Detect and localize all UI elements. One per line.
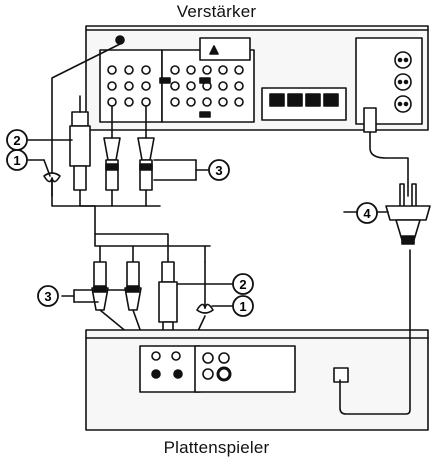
- turntable-label: Plattenspieler: [163, 438, 270, 457]
- callout-4-text: 4: [363, 206, 371, 221]
- callout-3-turntable: 3: [37, 285, 59, 307]
- callout-3-turntable-text: 3: [44, 289, 51, 304]
- callout-1-amp: 1: [6, 149, 28, 171]
- callout-1-amp-text: 1: [13, 153, 20, 168]
- callout-1-turntable-text: 1: [239, 299, 246, 314]
- callout-1-turntable: 1: [232, 295, 254, 317]
- amp-input-jacks: [107, 65, 244, 107]
- callout-2-amp-text: 2: [13, 133, 20, 148]
- power-cord: [339, 131, 431, 415]
- amplifier-rear-panel: [85, 25, 429, 133]
- turntable-rear-panel: [85, 329, 429, 431]
- callout-2-turntable-text: 2: [239, 277, 246, 292]
- signal-cable: [51, 43, 211, 263]
- callout-4: 4: [356, 202, 378, 224]
- callout-2-turntable: 2: [232, 273, 254, 295]
- callout-leaders: [27, 139, 389, 307]
- callout-3-amp: 3: [208, 159, 230, 181]
- callout-3-amp-text: 3: [215, 163, 222, 178]
- callout-2-amp: 2: [6, 129, 28, 151]
- callout-markers: 2 1 3 4 3 2 1: [6, 129, 378, 317]
- amp-side-plugs: [43, 95, 155, 197]
- power-plug: [385, 183, 431, 245]
- amplifier-label: Verstärker: [176, 2, 257, 21]
- amp-ground-terminal: [115, 35, 125, 45]
